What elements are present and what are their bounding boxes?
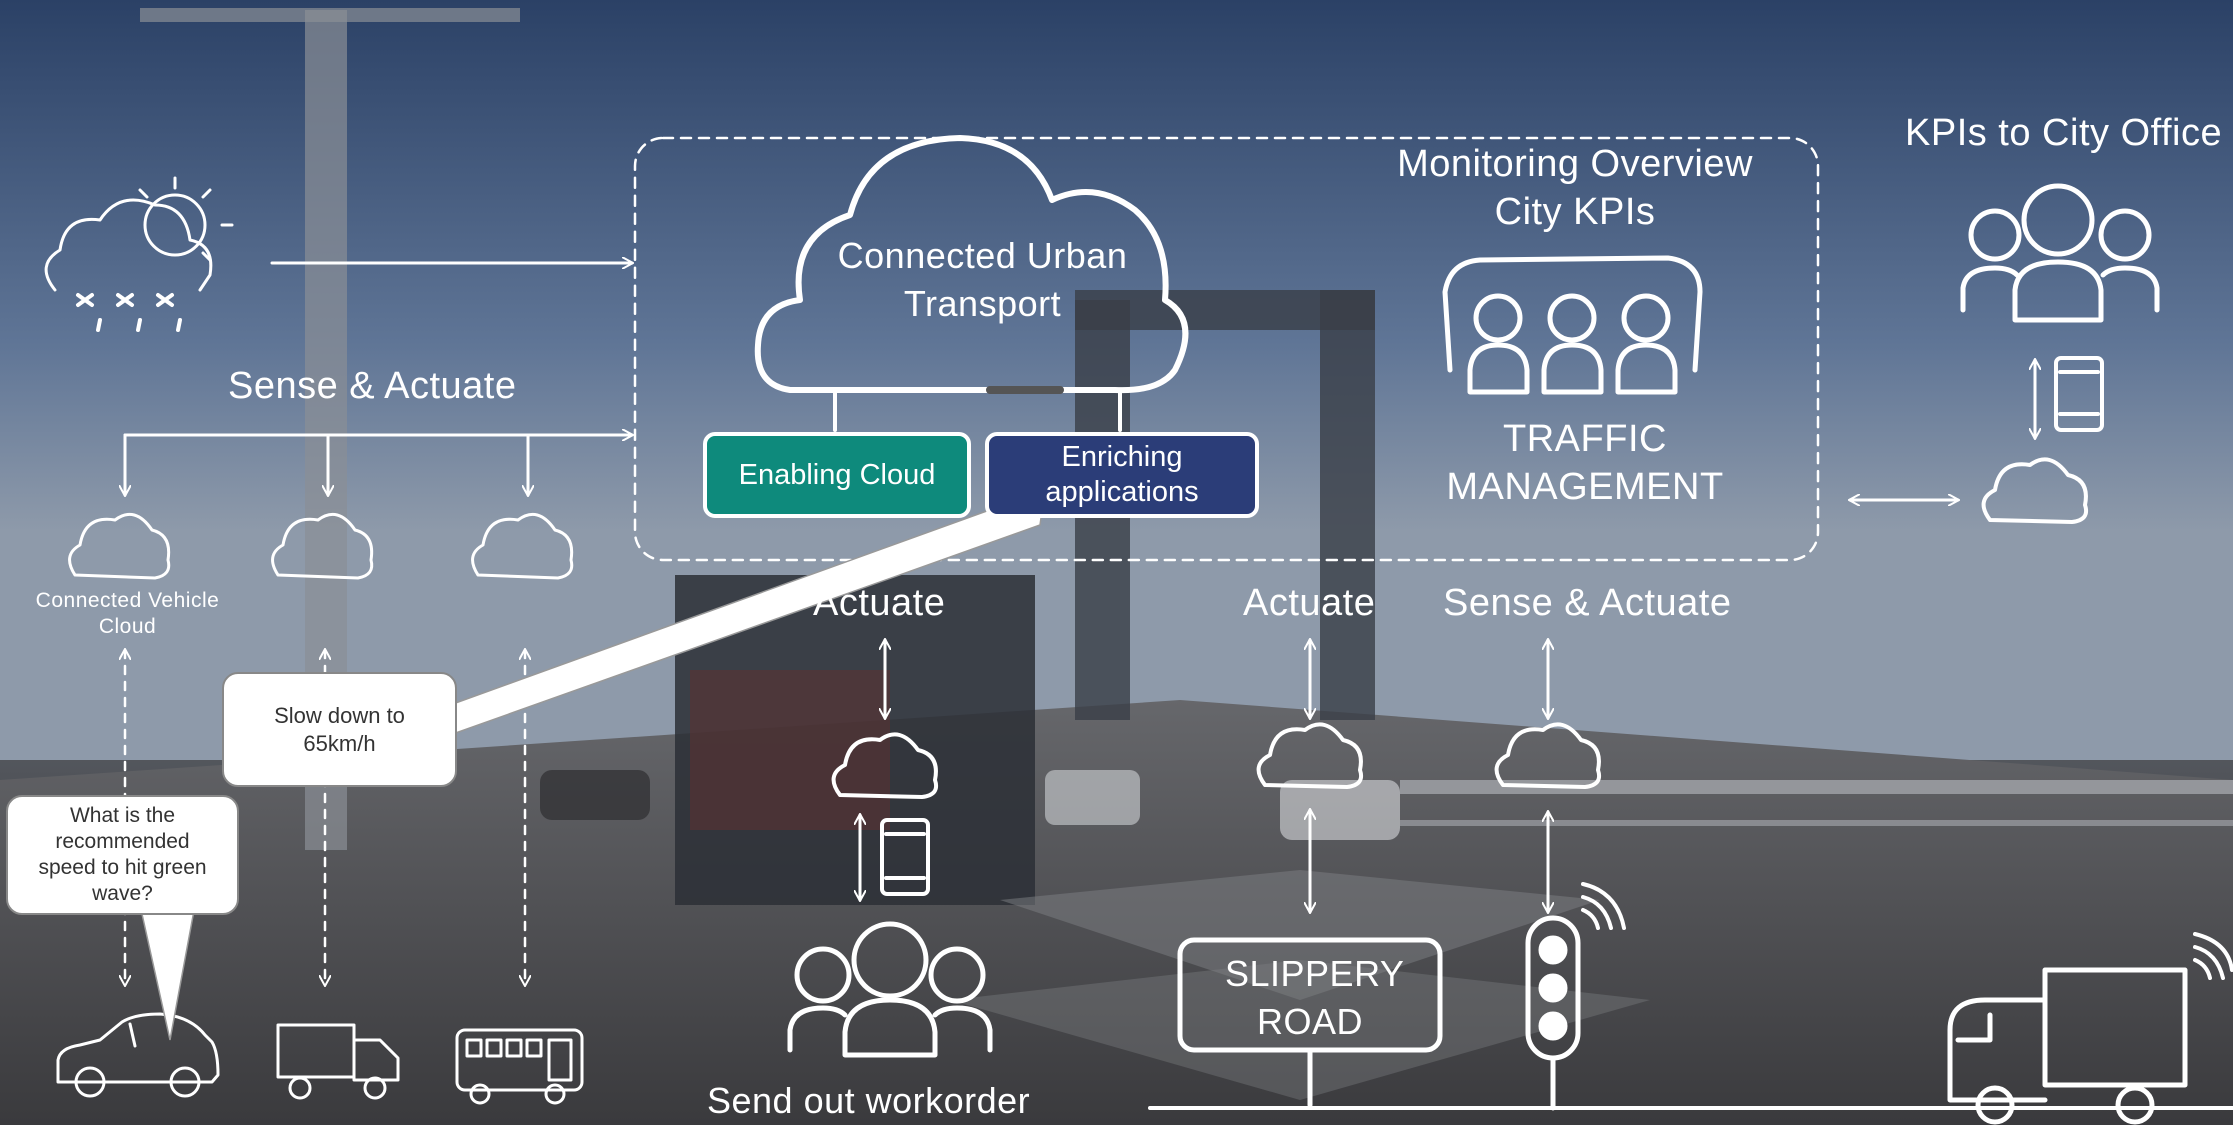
slow-down-bubble: Slow down to 65km/h <box>222 672 457 787</box>
actuate-label-2: Actuate <box>1243 582 1376 624</box>
sense-actuate-right-label: Sense & Actuate <box>1443 582 1732 624</box>
road-sign-icon <box>1177 937 1443 1108</box>
cloud-icon <box>1494 722 1602 789</box>
people-group-icon <box>1960 183 2160 323</box>
cloud-icon <box>271 512 374 580</box>
traffic-management-label: TRAFFIC MANAGEMENT <box>1446 418 1724 508</box>
cloud-icon <box>1981 457 2089 524</box>
truck-icon <box>276 1023 400 1100</box>
kpis-city-office-label: KPIs to City Office <box>1905 112 2223 154</box>
send-workorder-label: Send out workorder <box>707 1080 1031 1121</box>
cloud-icon <box>831 732 939 799</box>
wireless-signal-icon <box>1581 882 1626 930</box>
smartphone-icon <box>2054 356 2104 432</box>
smartphone-icon <box>880 818 930 896</box>
wireless-signal-icon <box>2193 932 2233 980</box>
cloud-title: Connected Urban Transport <box>837 235 1128 324</box>
cloud-platform-boundary <box>633 136 1820 562</box>
enabling-cloud-box[interactable]: Enabling Cloud <box>703 432 971 518</box>
bus-icon <box>455 1028 584 1105</box>
monitoring-overview-label: Monitoring Overview City KPIs <box>1397 143 1753 233</box>
people-group-icon <box>787 921 993 1058</box>
truck-icon <box>1947 967 2188 1125</box>
enriching-applications-box[interactable]: Enriching applications <box>985 432 1259 518</box>
green-wave-question-bubble: What is the recommended speed to hit gre… <box>6 795 239 915</box>
meeting-room-icon <box>1442 255 1703 395</box>
car-icon <box>56 1012 220 1098</box>
cloud-icon <box>754 135 1189 394</box>
actuate-label-1: Actuate <box>813 582 946 624</box>
cloud-icon <box>1256 722 1364 789</box>
sense-actuate-left-label: Sense & Actuate <box>228 365 517 407</box>
cloud-icon <box>68 512 171 580</box>
connected-vehicle-cloud-label: Connected Vehicle Cloud <box>35 589 220 638</box>
traffic-light-icon <box>1525 915 1581 1111</box>
weather-snow-icon <box>44 176 234 332</box>
slippery-road-sign-text: SLIPPERY ROAD <box>1225 953 1405 1042</box>
cloud-icon <box>471 512 574 580</box>
